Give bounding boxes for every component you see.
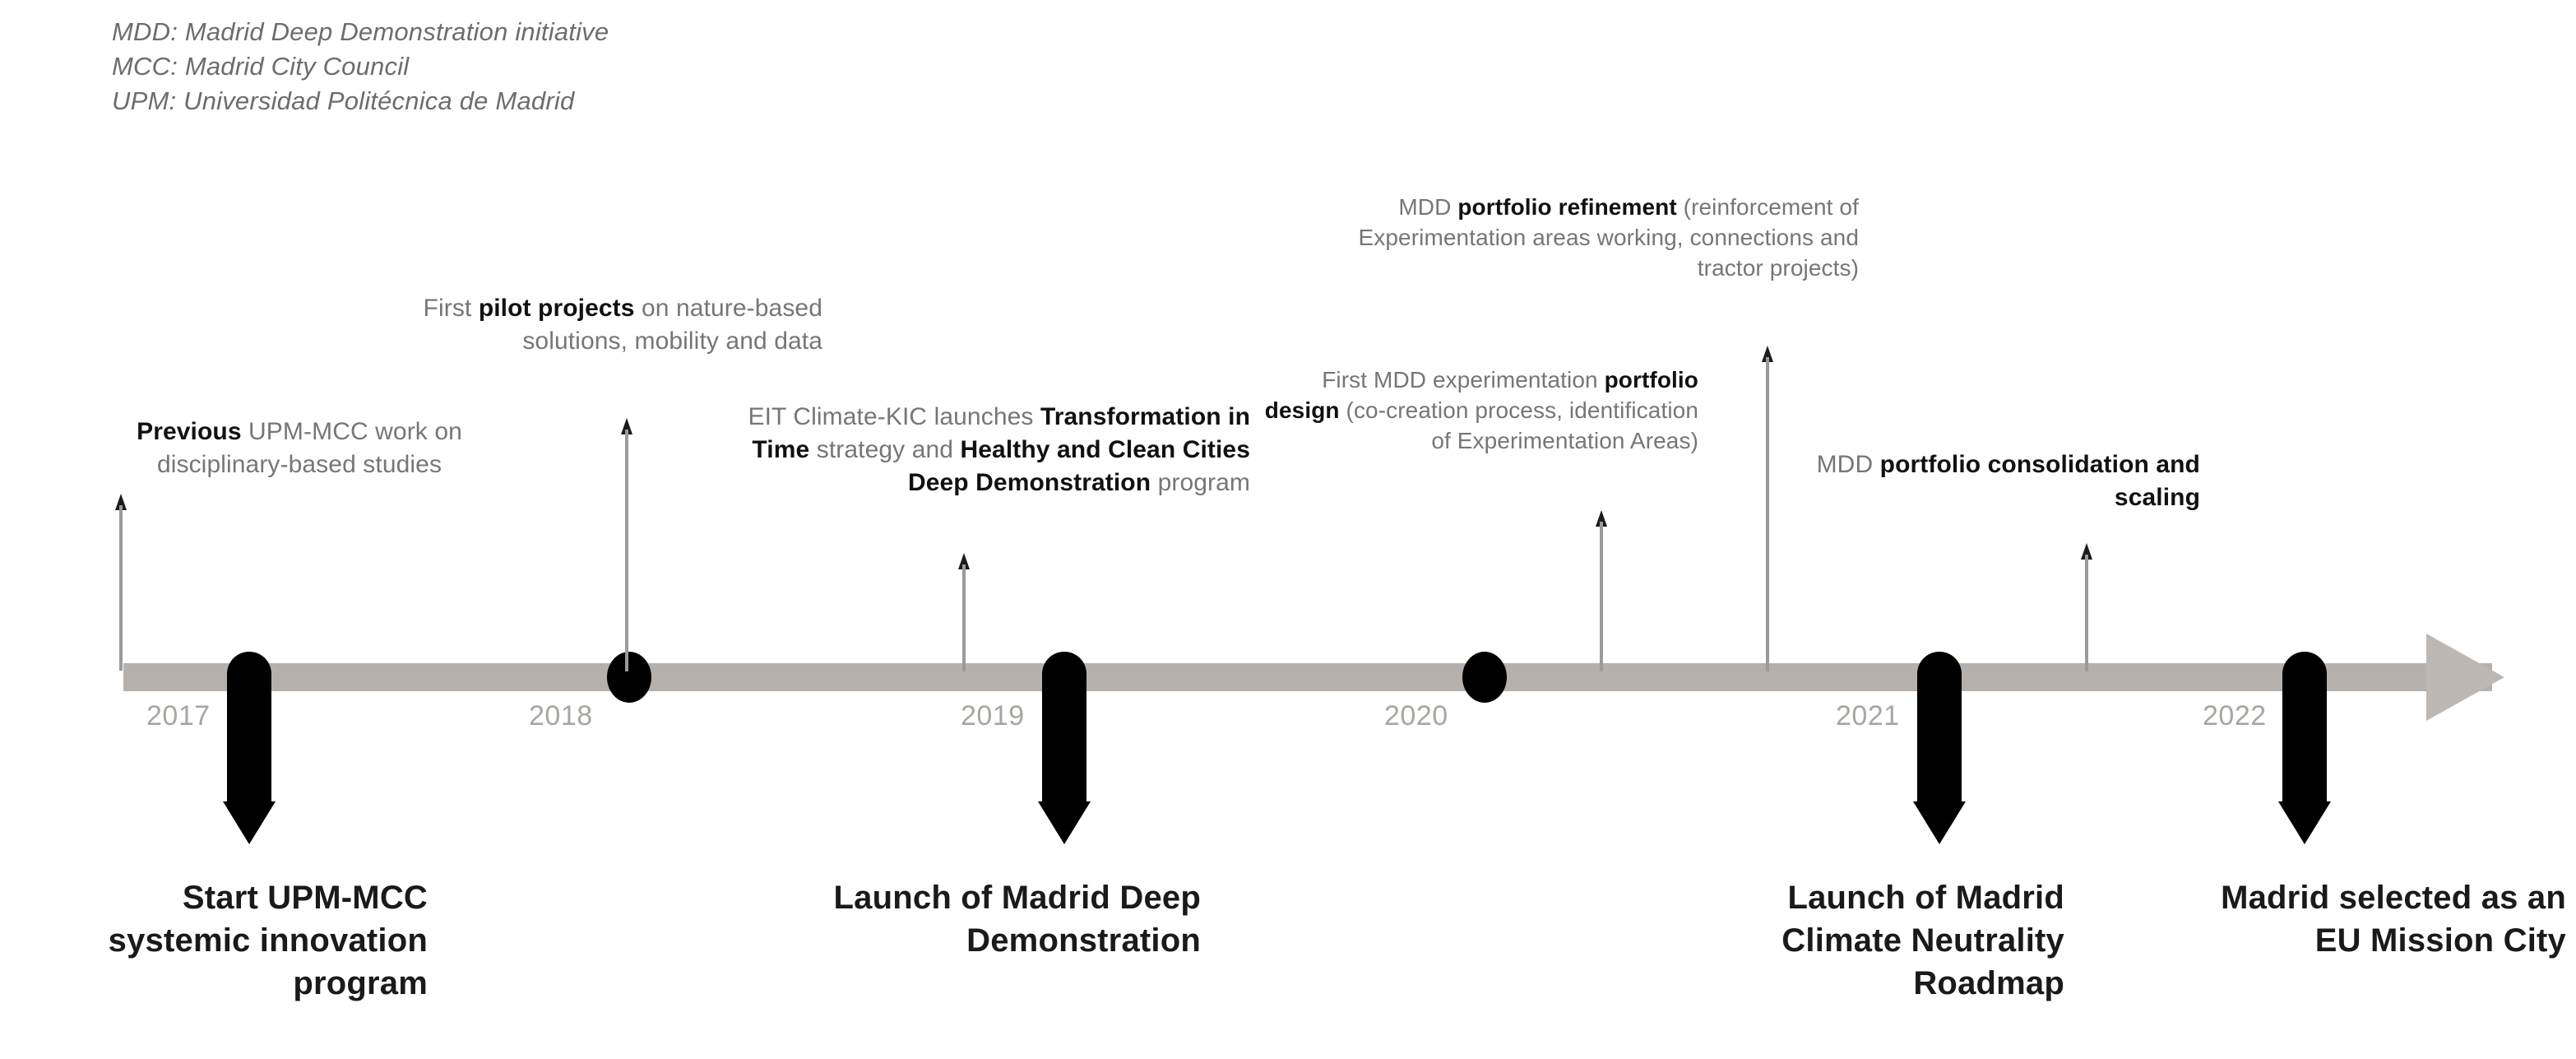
milestone-arrow-tip-icon [2278,801,2331,844]
annotation-portfolio-consolidation: MDD portfolio consolidation and scaling [1816,451,2200,511]
year-label-2017: 2017 [146,700,211,732]
annotation-portfolio-refinement: MDD portfolio refinement (reinforcement … [1358,194,1859,281]
annotation-eit-climate-kic: EIT Climate-KIC launches Transformation … [748,403,1250,496]
milestone-arrow-shaft [2282,673,2327,805]
timeline-axis-bar [123,663,2492,691]
milestone-arrow-tip-icon [1038,801,1091,844]
pointer-line-pilot-projects [621,418,632,671]
pointer-arrow-icon [1762,346,1773,362]
pointer-stem [119,505,123,671]
pointer-stem [1766,357,1769,671]
timeline-marker-2020[interactable] [1462,652,1507,703]
pointer-line-portfolio-refinement [1762,346,1773,671]
abbreviation-legend: MDD: Madrid Deep Demonstration initiativ… [112,15,609,118]
pointer-arrow-icon [115,494,127,510]
milestone-arrow-tip-icon [1913,801,1966,844]
milestone-arrow-shaft [227,673,271,805]
pointer-stem [2085,555,2088,671]
timeline-arrowhead-icon [2426,634,2504,721]
milestone-caption-start-upm-mcc: Start UPM-MCC systemic innovation progra… [108,880,428,1001]
pointer-arrow-icon [1596,510,1607,527]
pointer-stem [625,430,628,671]
milestone-caption-eu-mission-city: Madrid selected as an EU Mission City [2221,880,2566,959]
pointer-line-portfolio-consolidation [2081,543,2092,671]
pointer-arrow-icon [2081,543,2092,560]
pointer-line-eit-climate-kic [958,553,970,671]
legend-line-mcc: MCC: Madrid City Council [112,52,410,81]
pointer-line-portfolio-design [1596,510,1607,671]
pointer-stem [1600,522,1603,671]
year-label-2022: 2022 [2203,700,2267,732]
annotation-portfolio-design: First MDD experimentation portfolio desi… [1264,367,1698,453]
milestone-arrow-shaft [1042,673,1086,805]
pointer-arrow-icon [621,418,632,434]
milestone-arrow-2017[interactable] [223,652,276,866]
pointer-stem [962,564,966,671]
legend-line-mdd: MDD: Madrid Deep Demonstration initiativ… [112,17,609,46]
timeline-marker-2018[interactable] [607,652,651,703]
year-label-2021: 2021 [1836,700,1900,732]
milestone-arrow-2021[interactable] [1913,652,1966,866]
year-label-2018: 2018 [529,700,593,732]
annotation-pilot-projects: First pilot projects on nature-based sol… [423,295,822,355]
milestone-arrow-shaft [1917,673,1962,805]
milestone-caption-launch-roadmap: Launch of Madrid Climate Neutrality Road… [1781,880,2064,1001]
milestone-arrow-2019[interactable] [1038,652,1091,866]
legend-line-upm: UPM: Universidad Politécnica de Madrid [112,86,575,115]
pointer-line-previous-work [115,494,127,671]
year-label-2019: 2019 [961,700,1025,732]
annotation-previous-work: Previous UPM-MCC work on disciplinary-ba… [137,418,462,478]
milestone-arrow-tip-icon [223,801,276,844]
pointer-arrow-icon [958,553,970,569]
milestone-caption-launch-mdd: Launch of Madrid Deep Demonstration [833,880,1201,959]
milestone-arrow-2022[interactable] [2278,652,2331,866]
year-label-2020: 2020 [1384,700,1448,732]
